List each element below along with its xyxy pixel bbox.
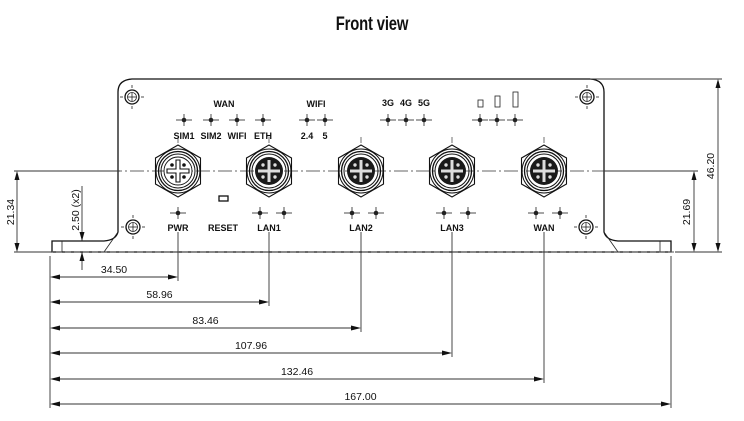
port-label-lan1: LAN1 <box>257 223 281 233</box>
reset-label: RESET <box>208 223 239 233</box>
dimension-label-connector-height: 21.34 <box>5 199 17 225</box>
dimension-connector-height: 21.34 <box>5 170 120 253</box>
view-title: Front view <box>335 14 409 35</box>
port-label-lan3: LAN3 <box>440 223 464 233</box>
screw-icon <box>574 215 598 239</box>
connector-pwr <box>154 137 202 198</box>
dimension-label: 132.46 <box>281 366 313 378</box>
led-label-wifi-5g: 5 <box>322 131 327 141</box>
connector-ports <box>154 137 568 198</box>
dimension-total-height: 46.20 <box>705 79 721 252</box>
led-port-2-2 <box>368 207 384 219</box>
led-label-sim2: SIM2 <box>200 131 221 141</box>
led-port-2-1 <box>344 207 360 219</box>
led-label-sim1: SIM1 <box>173 131 194 141</box>
signal-bar-icon-2 <box>494 95 501 108</box>
led-signal-1 <box>472 114 488 126</box>
led-sim1 <box>176 114 192 126</box>
led-5g <box>416 114 432 126</box>
led-pwr <box>170 207 186 219</box>
connector-lan1 <box>245 137 293 198</box>
signal-bar-icon-1 <box>477 99 484 108</box>
connector-wan <box>520 137 568 198</box>
led-wifi-1 <box>317 114 333 126</box>
screw-icon <box>575 85 599 109</box>
led-signal-2 <box>489 114 505 126</box>
led-label-4g: 4G <box>400 98 412 108</box>
horizontal-dimension: 132.46 <box>50 232 545 383</box>
led-port-3-1 <box>436 207 452 219</box>
dimension-label: 107.96 <box>235 340 267 352</box>
led-wifi <box>229 114 245 126</box>
dimension-label: 167.00 <box>344 391 376 403</box>
dimension-label: 34.50 <box>101 264 127 276</box>
port-label-pwr: PWR <box>168 223 189 233</box>
led-4g <box>398 114 414 126</box>
right-foot-bend <box>603 231 619 253</box>
connector-lan2 <box>337 137 385 198</box>
dimension-label-flange-thickness: 2.50 (x2) <box>70 189 82 230</box>
wan-led-group-heading: WAN <box>214 99 235 109</box>
horizontal-dimension: 167.00 <box>50 256 672 408</box>
led-label-3g: 3G <box>382 98 394 108</box>
port-label-wan: WAN <box>534 223 555 233</box>
dimension-label: 83.46 <box>192 315 218 327</box>
led-port-1-2 <box>276 207 292 219</box>
signal-bar-icon-3 <box>512 91 519 108</box>
horizontal-dimension: 83.46 <box>50 232 362 332</box>
dimension-label-right-connector-height: 21.69 <box>681 199 693 225</box>
connector-lan3 <box>428 137 476 198</box>
horizontal-dimensions: 34.50 58.96 83.46 107.96 132.46 167.00 <box>50 232 672 408</box>
led-port-3-2 <box>460 207 476 219</box>
led-port-1-1 <box>252 207 268 219</box>
dimension-flange-thickness: 2.50 (x2) <box>70 186 85 270</box>
led-signal-3 <box>507 114 523 126</box>
horizontal-dimension: 58.96 <box>50 232 270 306</box>
reset-button <box>218 195 229 202</box>
led-indicators <box>170 114 568 219</box>
dimension-right-connector-height: 21.69 <box>681 171 697 252</box>
led-port-4-2 <box>552 207 568 219</box>
horizontal-dimension: 34.50 <box>50 232 179 281</box>
led-eth <box>255 114 271 126</box>
screw-icon <box>121 215 145 239</box>
led-sim2 <box>203 114 219 126</box>
led-wifi-0 <box>299 114 315 126</box>
wifi-led-group-heading: WIFI <box>307 99 326 109</box>
dimension-label: 58.96 <box>146 289 172 301</box>
port-label-lan2: LAN2 <box>349 223 373 233</box>
left-foot-bend <box>103 231 119 253</box>
led-label-5g: 5G <box>418 98 430 108</box>
horizontal-dimension: 107.96 <box>50 232 453 357</box>
led-label-eth: ETH <box>254 131 272 141</box>
led-label-wifi-2g: 2.4 <box>301 131 314 141</box>
led-3g <box>380 114 396 126</box>
led-label-wifi: WIFI <box>228 131 247 141</box>
dimension-label-total-height: 46.20 <box>705 153 717 179</box>
led-port-4-1 <box>528 207 544 219</box>
screw-icon <box>120 85 144 109</box>
